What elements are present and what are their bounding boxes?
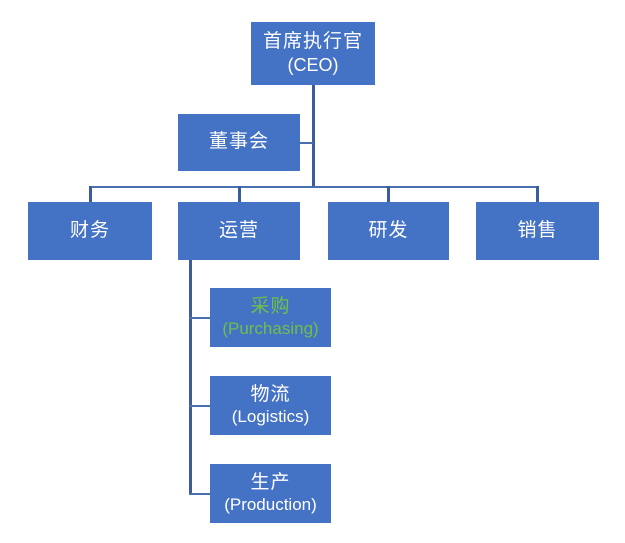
node-ceo[interactable]: 首席执行官 (CEO)	[251, 22, 375, 85]
node-logistics[interactable]: 物流 (Logistics)	[210, 376, 331, 435]
node-purchasing-label-en: (Purchasing)	[222, 319, 319, 339]
node-logistics-label-en: (Logistics)	[231, 407, 310, 427]
node-finance-label-cn: 财务	[69, 219, 110, 241]
connector-drop-operations	[238, 186, 241, 203]
connector-operations-trunk	[189, 260, 192, 495]
connector-drop-sales	[536, 186, 539, 203]
node-board-of-directors[interactable]: 董事会	[178, 114, 300, 171]
node-rnd-label-cn: 研发	[368, 219, 409, 241]
node-production-label-cn: 生产	[250, 471, 291, 493]
node-purchasing-label-cn: 采购	[250, 295, 291, 317]
node-ceo-label-cn: 首席执行官	[262, 31, 363, 53]
node-production-label-en: (Production)	[224, 495, 317, 515]
connector-board-stub	[299, 142, 313, 144]
node-operations[interactable]: 运营	[178, 202, 300, 260]
connector-stub-logistics	[189, 405, 211, 407]
node-research-development[interactable]: 研发	[328, 202, 449, 260]
node-ceo-label-en: (CEO)	[287, 54, 339, 75]
node-sales-label-cn: 销售	[517, 219, 558, 241]
connector-level2-bus	[90, 186, 538, 188]
connector-drop-rnd	[387, 186, 390, 203]
node-sales[interactable]: 销售	[476, 202, 599, 260]
node-finance[interactable]: 财务	[28, 202, 152, 260]
node-purchasing[interactable]: 采购 (Purchasing)	[210, 288, 331, 347]
node-logistics-label-cn: 物流	[250, 383, 291, 405]
connector-stub-purchasing	[189, 317, 211, 319]
connector-stub-production	[189, 493, 211, 495]
node-production[interactable]: 生产 (Production)	[210, 464, 331, 523]
connector-ceo-trunk	[312, 85, 315, 187]
node-board-label-cn: 董事会	[208, 131, 269, 153]
node-operations-label-cn: 运营	[218, 219, 259, 241]
connector-drop-finance	[89, 186, 92, 203]
